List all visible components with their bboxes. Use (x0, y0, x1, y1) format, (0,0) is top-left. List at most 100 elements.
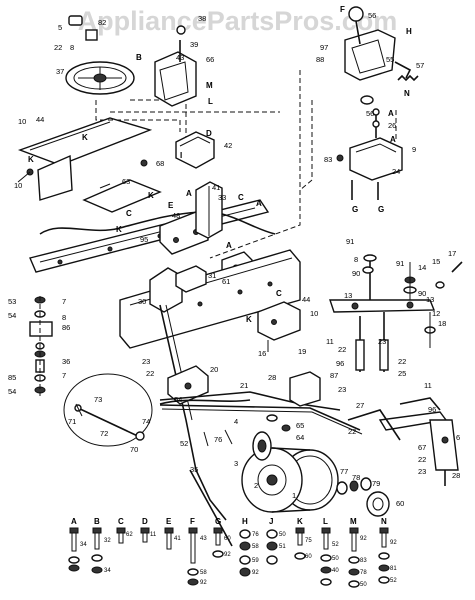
right-spindle-6 (378, 411, 459, 486)
callout: 20 (210, 365, 218, 374)
legend-letter: A (71, 517, 77, 526)
callout: 95 (140, 235, 148, 244)
callout: 77 (340, 467, 348, 476)
callout: 23 (418, 467, 426, 476)
legend-number: 50 (360, 582, 367, 588)
callout: 11 (326, 337, 334, 346)
callout: 19 (298, 347, 306, 356)
callout: 13 (344, 291, 352, 300)
callout: 6 (456, 433, 460, 442)
callout: 14 (418, 263, 426, 272)
callout: G (352, 205, 358, 214)
callout: C (238, 193, 244, 202)
callout: 83 (324, 155, 332, 164)
callout: 22 (146, 369, 154, 378)
callout: 8 (62, 313, 66, 322)
callout: A (256, 199, 262, 208)
callout: 91 (346, 237, 354, 246)
callout: 68 (156, 159, 164, 168)
callout: 48 (172, 211, 180, 220)
bracket-31 (175, 265, 207, 293)
legend-letter: F (190, 517, 195, 526)
right-steering-arm (329, 254, 436, 372)
legend-number: 78 (360, 570, 367, 576)
axle-pivot-28 (289, 371, 321, 407)
callout: 23 (142, 357, 150, 366)
legend-number: 83 (360, 558, 367, 564)
steering-wheel (65, 61, 135, 95)
callout: 8 (354, 255, 358, 264)
right-spindle-hardware (403, 261, 463, 348)
legend-number: 60 (305, 554, 312, 560)
callout: 54 (8, 311, 16, 320)
callout: A (226, 241, 232, 250)
callout: 79 (372, 479, 380, 488)
callout: 10 (14, 181, 22, 190)
callout: 30 (138, 297, 146, 306)
callout: 1 (292, 491, 296, 500)
legend-number: 58 (252, 544, 259, 550)
callout: 78 (352, 473, 360, 482)
callout: 10 (310, 309, 318, 318)
callout: N (404, 89, 410, 98)
legend-number: 75 (305, 538, 312, 544)
callout: K (28, 155, 34, 164)
legend-letter: B (94, 517, 100, 526)
legend-letter: N (381, 517, 387, 526)
callout: 8 (70, 43, 74, 52)
legend-number: 59 (252, 558, 259, 564)
callout: 55 (386, 55, 394, 64)
callout: B (136, 53, 142, 62)
callout: A (390, 135, 396, 144)
callout: C (276, 289, 282, 298)
callout: 66 (206, 55, 214, 64)
callout: 41 (212, 183, 220, 192)
legend-number: 58 (200, 570, 207, 576)
spring-57 (397, 74, 419, 82)
upper-mounting-plate (17, 117, 153, 201)
callout: 17 (448, 249, 456, 258)
legend-number: 50 (332, 556, 339, 562)
callout: 67 (418, 443, 426, 452)
callout: A (388, 109, 394, 118)
callout: 76 (214, 435, 222, 444)
callout: K (148, 191, 154, 200)
callout: 39 (190, 40, 198, 49)
wheel-hardware-77-78-79 (336, 477, 372, 495)
callout: 65 (296, 421, 304, 430)
callout: H (406, 27, 412, 36)
legend-number: 76 (252, 532, 259, 538)
legend-number: 43 (200, 536, 207, 542)
callout-labels: 5 82 38 39 22 8 37 B 43 66 M L F 56 H 97… (8, 5, 460, 508)
left-pivot-hardware (29, 296, 53, 396)
shift-lever-assembly (344, 6, 412, 105)
front-wheel-tire (241, 447, 339, 513)
pulley-3 (252, 431, 272, 461)
callout: 72 (100, 429, 108, 438)
callout: 96 (336, 359, 344, 368)
callout: 73 (94, 395, 102, 404)
hardware-legend (68, 527, 390, 588)
callout: 3 (234, 459, 238, 468)
callout: 11 (424, 381, 432, 390)
callout: 44 (36, 115, 44, 124)
callout: F (340, 5, 345, 14)
callout: 16 (258, 349, 266, 358)
callout: I (180, 151, 182, 160)
callout: 31 (208, 271, 216, 280)
callout: 9 (412, 145, 416, 154)
bracket-63 (82, 159, 162, 213)
callout: 61 (222, 277, 230, 286)
callout: 12 (432, 309, 440, 318)
callout: 42 (224, 141, 232, 150)
callout: 28 (268, 373, 276, 382)
legend-number: 60 (224, 536, 231, 542)
callout: M (206, 81, 213, 90)
callout: 54 (174, 395, 182, 404)
callout: 26 (388, 121, 396, 130)
legend-number: 92 (390, 540, 397, 546)
callout: C (126, 209, 132, 218)
tie-rod-72 (63, 373, 153, 447)
legend-letter: C (118, 517, 124, 526)
callout: 74 (142, 417, 150, 426)
